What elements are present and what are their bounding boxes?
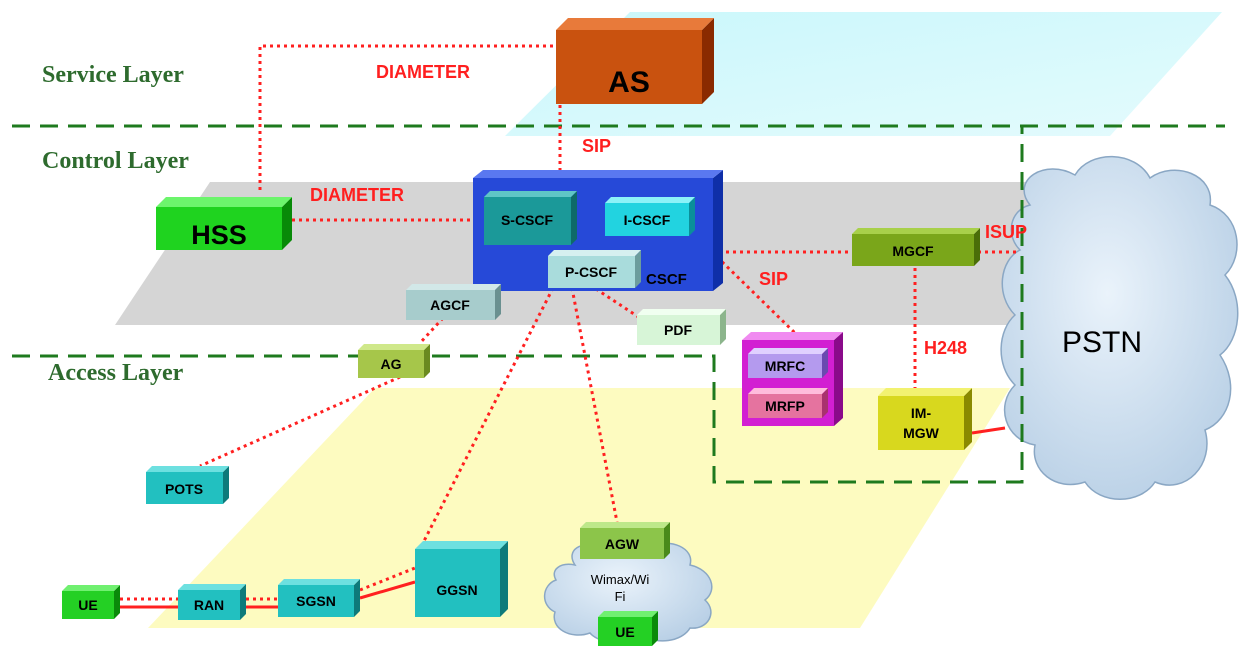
p-cscf-node[interactable]: P-CSCF bbox=[548, 250, 641, 288]
mgcf-label: MGCF bbox=[892, 243, 934, 259]
sip-top-label: SIP bbox=[582, 136, 611, 156]
ue-left-node[interactable]: UE bbox=[62, 585, 120, 619]
wimax-wifi-label-line1: Wimax/Wi bbox=[591, 572, 650, 587]
diameter-top-label: DIAMETER bbox=[376, 62, 470, 82]
ag-node[interactable]: AG bbox=[358, 344, 430, 378]
control-layer-label: Control Layer bbox=[42, 148, 189, 174]
i-cscf-label: I-CSCF bbox=[624, 212, 671, 228]
i-cscf-node[interactable]: I-CSCF bbox=[605, 197, 695, 236]
agw-node[interactable]: AGW bbox=[580, 522, 670, 559]
agw-label: AGW bbox=[605, 536, 640, 552]
diameter-mid-label: DIAMETER bbox=[310, 185, 404, 205]
ue-bottom-label: UE bbox=[615, 624, 634, 640]
s-cscf-node[interactable]: S-CSCF bbox=[484, 191, 577, 245]
im-mgw-label-line1: IM- bbox=[911, 405, 932, 421]
sgsn-ggsn-link bbox=[359, 566, 416, 592]
ggsn-node[interactable]: GGSN bbox=[415, 541, 508, 617]
wimax-wifi-label-line2: Fi bbox=[615, 589, 626, 604]
isup-label: ISUP bbox=[985, 222, 1027, 242]
im-mgw-node[interactable]: IM- MGW bbox=[878, 388, 972, 450]
pdf-node[interactable]: PDF bbox=[637, 309, 726, 345]
mrfc-label: MRFC bbox=[765, 358, 805, 374]
sip-right-label: SIP bbox=[759, 269, 788, 289]
agcf-node[interactable]: AGCF bbox=[406, 284, 501, 320]
service-layer-label: Service Layer bbox=[42, 62, 184, 88]
sgsn-label: SGSN bbox=[296, 593, 336, 609]
ue-left-label: UE bbox=[78, 597, 97, 613]
mrfp-node[interactable]: MRFP bbox=[748, 388, 828, 418]
cscf-label: CSCF bbox=[646, 271, 687, 288]
ag-pots-link bbox=[199, 375, 401, 468]
cscf-mrfc-sip-link bbox=[710, 250, 797, 335]
imgw-pstn-bearer bbox=[971, 426, 1006, 435]
pots-node[interactable]: POTS bbox=[146, 466, 229, 504]
mgcf-node[interactable]: MGCF bbox=[852, 228, 980, 266]
sgsn-node[interactable]: SGSN bbox=[278, 579, 360, 617]
hss-label: HSS bbox=[191, 220, 247, 250]
hss-node[interactable]: HSS bbox=[156, 197, 292, 250]
bearer-links bbox=[120, 426, 1006, 609]
p-cscf-label: P-CSCF bbox=[565, 264, 618, 280]
pstn-cloud bbox=[1000, 155, 1239, 500]
mrfp-label: MRFP bbox=[765, 398, 805, 414]
s-cscf-label: S-CSCF bbox=[501, 212, 554, 228]
as-node[interactable]: AS bbox=[556, 18, 714, 104]
ue-bottom-node[interactable]: UE bbox=[598, 611, 658, 646]
ran-node[interactable]: RAN bbox=[178, 584, 246, 620]
h248-label: H248 bbox=[924, 338, 967, 358]
access-layer-label: Access Layer bbox=[48, 360, 184, 386]
agcf-label: AGCF bbox=[430, 297, 470, 313]
pdf-label: PDF bbox=[664, 322, 692, 338]
im-mgw-label-line2: MGW bbox=[903, 425, 940, 441]
ggsn-label: GGSN bbox=[436, 582, 477, 598]
pots-label: POTS bbox=[165, 481, 203, 497]
ag-label: AG bbox=[381, 356, 402, 372]
as-label: AS bbox=[608, 66, 650, 99]
sgsn-ggsn-bearer bbox=[359, 580, 416, 600]
ran-label: RAN bbox=[194, 597, 224, 613]
mrfc-node[interactable]: MRFC bbox=[748, 348, 828, 378]
pcscf-ggsn-link bbox=[421, 287, 555, 544]
agcf-ag-link bbox=[418, 316, 445, 345]
layer-boundaries bbox=[12, 124, 1225, 484]
pcscf-agw-link bbox=[570, 287, 619, 523]
access-layer-plane bbox=[148, 388, 1010, 628]
pstn-label: PSTN bbox=[1062, 326, 1142, 359]
